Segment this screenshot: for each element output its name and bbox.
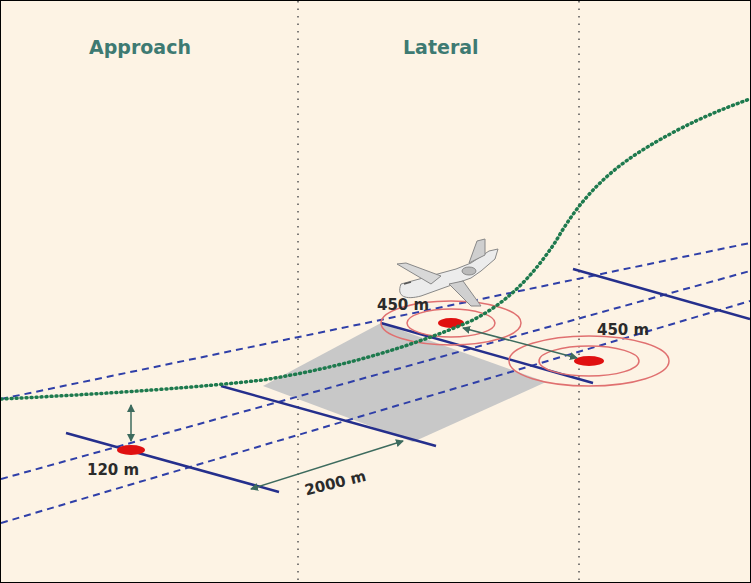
dimension-label: 120 m (87, 462, 139, 479)
ground-track (1, 243, 750, 523)
airplane (397, 239, 498, 306)
measurement-line (66, 269, 750, 492)
column-heading: Lateral (403, 37, 479, 58)
column-divider (578, 1, 580, 582)
dimension-label: 450 m (597, 322, 649, 339)
dimension-arrow (131, 328, 577, 489)
flight-path (1, 99, 750, 399)
runway (263, 323, 546, 442)
noise-ring (381, 301, 669, 386)
dimension-label: 450 m (377, 297, 429, 314)
dimension-label: 2000 m (303, 468, 368, 499)
column-divider (297, 1, 299, 582)
column-heading: Approach (89, 37, 191, 58)
